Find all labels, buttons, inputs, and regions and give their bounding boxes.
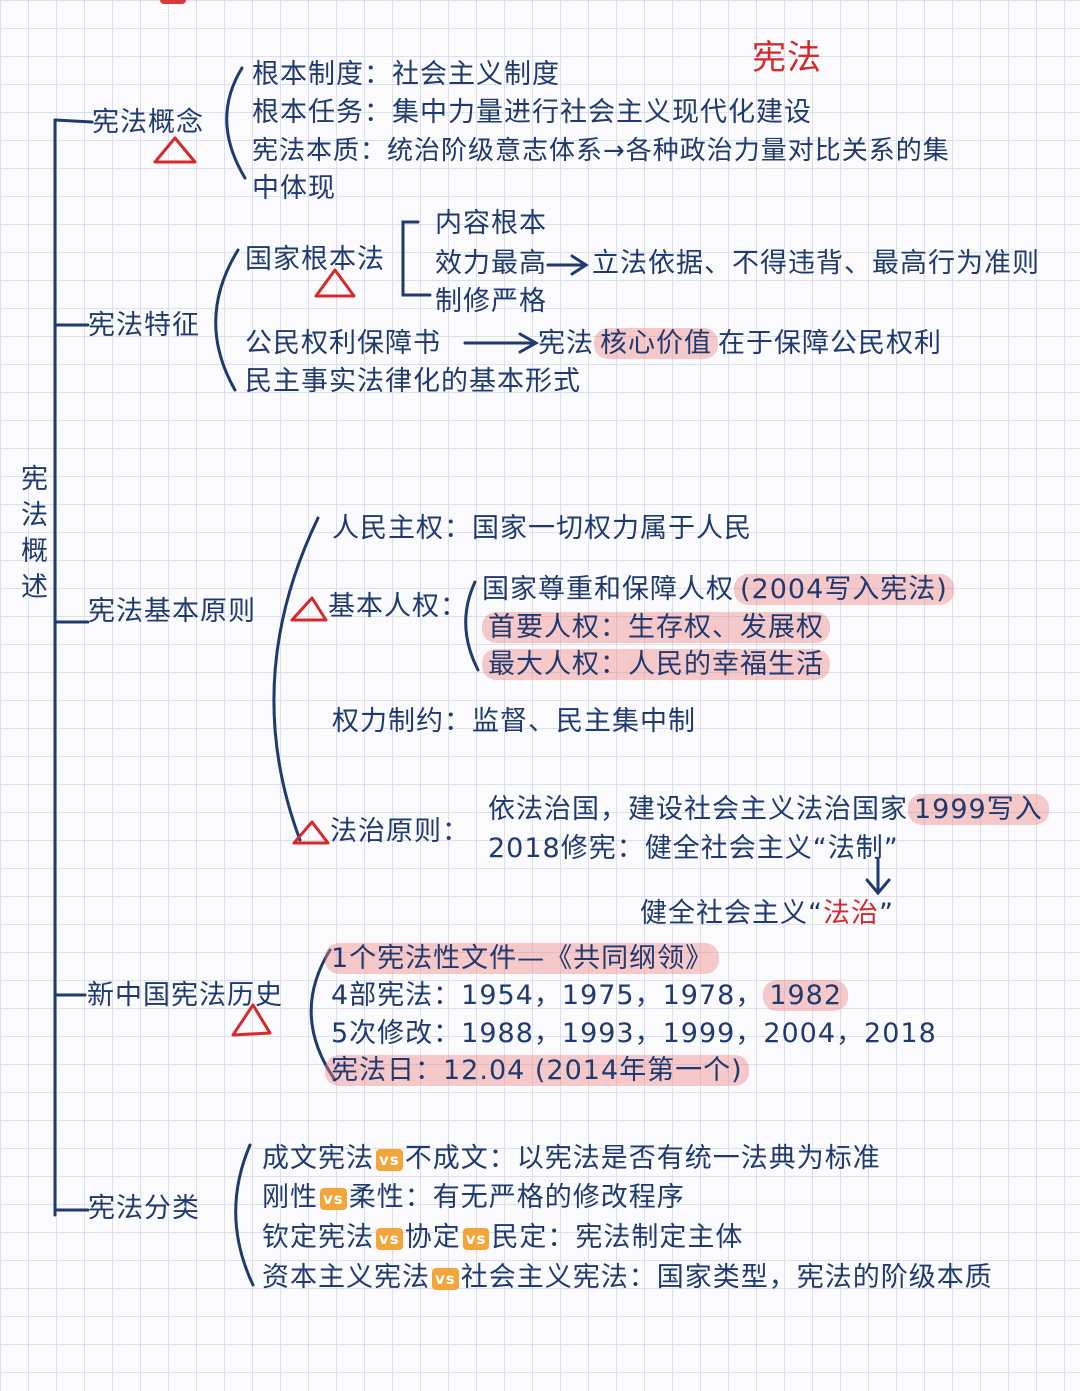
- rule-item: 2018修宪：健全社会主义“法制”: [488, 833, 899, 864]
- key-triangle-fundamental: [314, 268, 356, 298]
- rule-item: 健全社会主义“法治”: [640, 898, 894, 929]
- arrow-supreme: [546, 254, 589, 276]
- principle-power: 权力制约：监督、民主集中制: [332, 706, 696, 737]
- arrow-rights: [463, 332, 540, 354]
- brace-principles: [272, 516, 320, 842]
- brace-history: [309, 948, 337, 1082]
- democracy-form: 民主事实法律化的基本形式: [245, 366, 581, 397]
- feature-sub: 制修严格: [435, 286, 547, 317]
- brace-classification: [234, 1143, 255, 1287]
- history-item: 宪法日：12.04 (2014年第一个): [325, 1054, 749, 1088]
- vs-badge: vs: [462, 1227, 490, 1250]
- rights-result: 宪法核心价值在于保障公民权利: [538, 328, 942, 359]
- brace-human-rights: [464, 580, 480, 672]
- concept-item: 中体现: [252, 173, 336, 204]
- human-right-item: 最大人权：人民的幸福生活: [482, 648, 830, 682]
- history-label: 新中国宪法历史: [87, 980, 283, 1011]
- branch-concept: [53, 118, 94, 124]
- page-title: 宪法: [752, 38, 822, 78]
- rights-charter: 公民权利保障书: [245, 328, 441, 359]
- supreme-result: 立法依据、不得违背、最高行为准则: [592, 248, 1040, 279]
- history-item: 5次修改：1988，1993，1999，2004，2018: [331, 1018, 937, 1049]
- human-right-item: 国家尊重和保障人权(2004写入宪法): [482, 573, 954, 607]
- fundamental-law: 国家根本法: [245, 244, 385, 275]
- history-item: 4部宪法：1954，1975，1978，1982: [331, 979, 849, 1013]
- brace-features: [214, 248, 240, 392]
- vs-badge: vs: [432, 1267, 459, 1290]
- principle-human-rights-label: 基本人权：: [328, 591, 468, 622]
- principles-label: 宪法基本原则: [88, 596, 256, 627]
- vs-badge: vs: [376, 1148, 403, 1171]
- top-edge-mark: [160, 0, 186, 4]
- principle-rule-label: 法治原则：: [330, 816, 470, 847]
- concept-item: 根本制度：社会主义制度: [252, 59, 560, 90]
- classification-label: 宪法分类: [88, 1193, 200, 1224]
- concept-item: 根本任务：集中力量进行社会主义现代化建设: [252, 97, 812, 128]
- arrow-legal-system: [865, 858, 891, 896]
- history-item: 1个宪法性文件—《共同纲领》: [325, 942, 720, 976]
- feature-sub: 内容根本: [435, 208, 547, 239]
- principle-sovereignty: 人民主权：国家一切权力属于人民: [332, 513, 752, 544]
- brace-concept: [225, 66, 247, 180]
- features-label: 宪法特征: [88, 310, 200, 341]
- highlight-core-value: 核心价值: [594, 328, 718, 359]
- key-triangle-concept: [153, 136, 197, 164]
- vs-badge: vs: [376, 1227, 403, 1250]
- bracket-fundamental: [401, 220, 432, 297]
- key-triangle-history: [231, 1003, 272, 1037]
- vs-badge: vs: [320, 1187, 347, 1210]
- root-label: 宪法概述: [21, 464, 49, 603]
- key-triangle-rule: [292, 820, 330, 845]
- concept-item: 宪法本质：统治阶级意志体系→各种政治力量对比关系的集: [252, 136, 950, 166]
- concept-label: 宪法概念: [92, 107, 204, 138]
- key-triangle-human-rights: [290, 596, 328, 622]
- human-right-item: 首要人权：生存权、发展权: [482, 611, 830, 645]
- feature-sub: 效力最高: [435, 248, 547, 279]
